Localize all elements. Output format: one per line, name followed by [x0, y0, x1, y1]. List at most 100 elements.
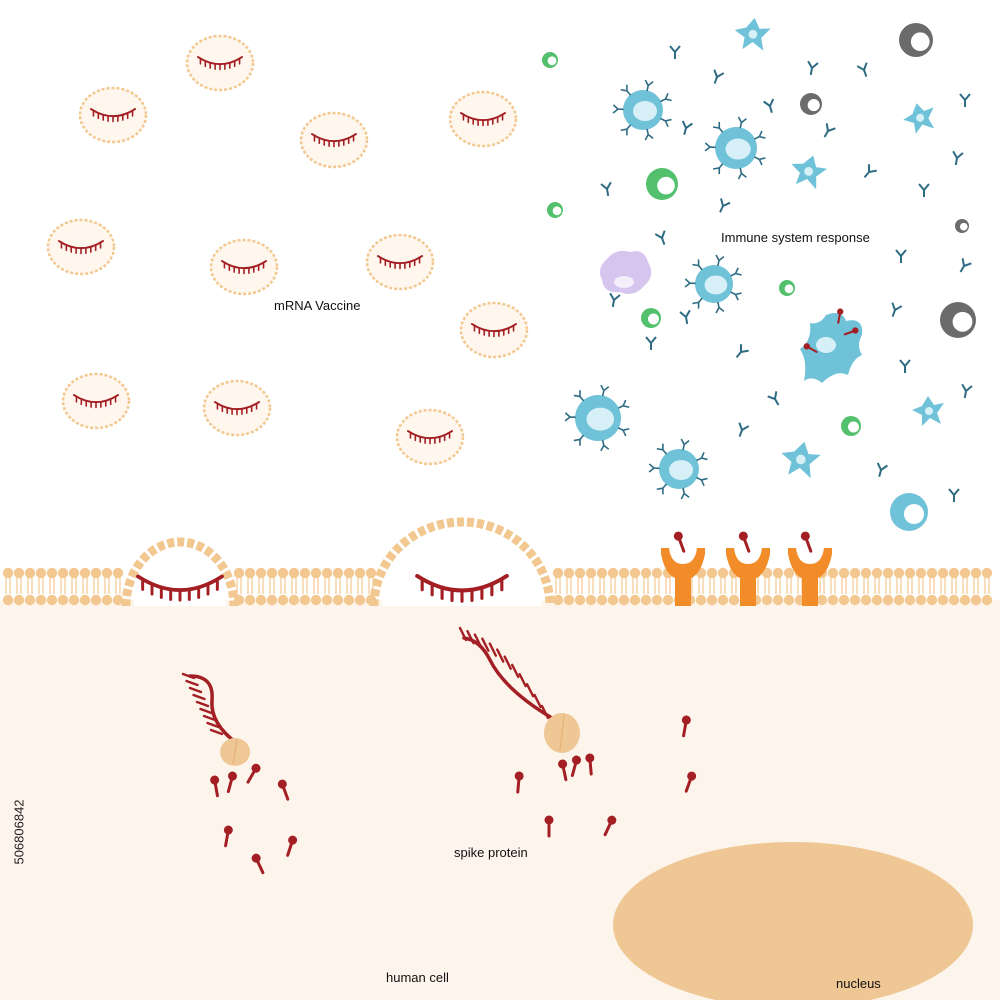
mrna-strand-icon	[214, 401, 260, 416]
lymphocyte-icon	[600, 250, 652, 294]
vaccine-particle-icon	[395, 408, 465, 466]
antibody-icon	[708, 68, 725, 87]
antibody-icon	[600, 181, 615, 198]
ribosome-icon	[220, 738, 250, 766]
immune-cells	[542, 17, 976, 531]
gray-cell-icon	[955, 219, 969, 233]
antibody-icon	[856, 61, 873, 80]
antibody-icon	[766, 390, 784, 409]
mrna-strand-icon	[136, 574, 224, 602]
mrna-strand-icon	[415, 573, 509, 603]
endocytic-vesicle	[121, 537, 239, 607]
ribosome-icon	[544, 713, 580, 753]
stock-id-text: 506806842	[11, 799, 27, 865]
receptor-antibody-icon	[564, 412, 577, 423]
t-cell-icon	[564, 384, 631, 452]
antibody-icon	[804, 60, 819, 77]
antibody-icon	[859, 163, 878, 182]
antibody-icon	[949, 150, 964, 167]
vaccine-particle-icon	[299, 111, 369, 169]
green-cell-icon	[547, 202, 563, 218]
spike-protein-icon	[671, 528, 690, 555]
antibody-icon	[645, 336, 657, 351]
mrna-strand-icon	[460, 112, 506, 127]
membrane-vesicles	[121, 517, 555, 607]
vaccine-particles	[46, 34, 529, 466]
mrna-strand-icon	[197, 56, 243, 71]
mrna-strand-icon	[311, 133, 357, 148]
antibody-icon	[678, 119, 694, 138]
receptor-antibody-icon	[612, 104, 625, 115]
antibody-icon	[918, 183, 930, 198]
receptor-antibody-icon	[684, 278, 697, 289]
antibody-icon	[606, 292, 621, 309]
spike-protein-icon	[798, 528, 817, 555]
t-cell-icon	[612, 79, 673, 141]
receptor-icon	[726, 528, 770, 606]
antibody-icon	[955, 257, 973, 276]
antibody-icon	[669, 45, 681, 60]
mrna-strand-icon	[58, 240, 104, 255]
gray-cell-icon	[940, 302, 976, 338]
vaccine-particle-icon	[459, 301, 529, 359]
vaccine-particle-icon	[46, 218, 116, 276]
vaccine-particle-icon	[365, 233, 435, 291]
teal-cell-icon	[890, 493, 928, 531]
dendritic-cell-icon	[912, 396, 944, 426]
green-cell-icon	[641, 308, 661, 328]
antibody-icon	[819, 122, 837, 141]
vaccine-particle-icon	[209, 238, 279, 296]
cell-membrane	[2, 567, 993, 606]
spike-protein-label: spike protein	[454, 845, 528, 860]
endocytic-vesicle	[369, 517, 555, 607]
antibody-icon	[654, 229, 671, 248]
antibody-icon	[762, 97, 778, 116]
antibody-icon	[873, 461, 889, 480]
dendritic-cell-icon	[734, 17, 771, 51]
green-cell-icon	[646, 168, 678, 200]
dendritic-cell-icon	[800, 306, 863, 383]
t-cell-icon	[648, 438, 709, 500]
green-cell-icon	[542, 52, 558, 68]
translating-mrna	[181, 672, 240, 746]
vaccine-particle-icon	[202, 379, 272, 437]
antibody-icon	[959, 93, 971, 108]
antibody-icon	[679, 309, 694, 326]
green-cell-icon	[779, 280, 795, 296]
green-cell-icon	[841, 416, 861, 436]
receptor-icon	[788, 528, 832, 606]
gray-cell-icon	[899, 23, 933, 57]
mrna-vaccine-label: mRNA Vaccine	[274, 298, 361, 313]
antibody-icon	[899, 359, 911, 374]
antibody-icon	[886, 301, 903, 320]
mrna-strand-icon	[471, 323, 517, 338]
antibody-icon	[948, 488, 960, 503]
gray-cell-icon	[800, 93, 822, 115]
antibody-icon	[958, 383, 973, 400]
mrna-strand-icon	[73, 394, 119, 409]
receptor-antibody-icon	[704, 142, 717, 153]
antibody-icon	[733, 421, 750, 440]
t-cell-icon	[684, 254, 743, 314]
translation-sites	[181, 626, 580, 766]
stock-id-label: 506806842	[7, 757, 31, 907]
mrna-strand-icon	[407, 430, 453, 445]
antibody-icon	[895, 249, 907, 264]
mrna-strand-icon	[90, 108, 136, 123]
dendritic-cell-icon	[781, 441, 821, 479]
spike-protein-icon	[736, 528, 755, 555]
mrna-strand-icon	[377, 255, 423, 270]
antibody-icon	[731, 343, 750, 362]
nucleus	[613, 842, 973, 1000]
receptor-icon	[661, 528, 705, 606]
immune-response-label: Immune system response	[721, 230, 870, 245]
dendritic-cell-icon	[903, 103, 935, 134]
vaccine-particle-icon	[61, 372, 131, 430]
translating-mrna	[458, 626, 554, 720]
receptor-antibody-icon	[648, 463, 661, 474]
dendritic-cell-icon	[791, 155, 828, 190]
vaccine-particle-icon	[78, 86, 148, 144]
t-cell-icon	[704, 116, 767, 180]
